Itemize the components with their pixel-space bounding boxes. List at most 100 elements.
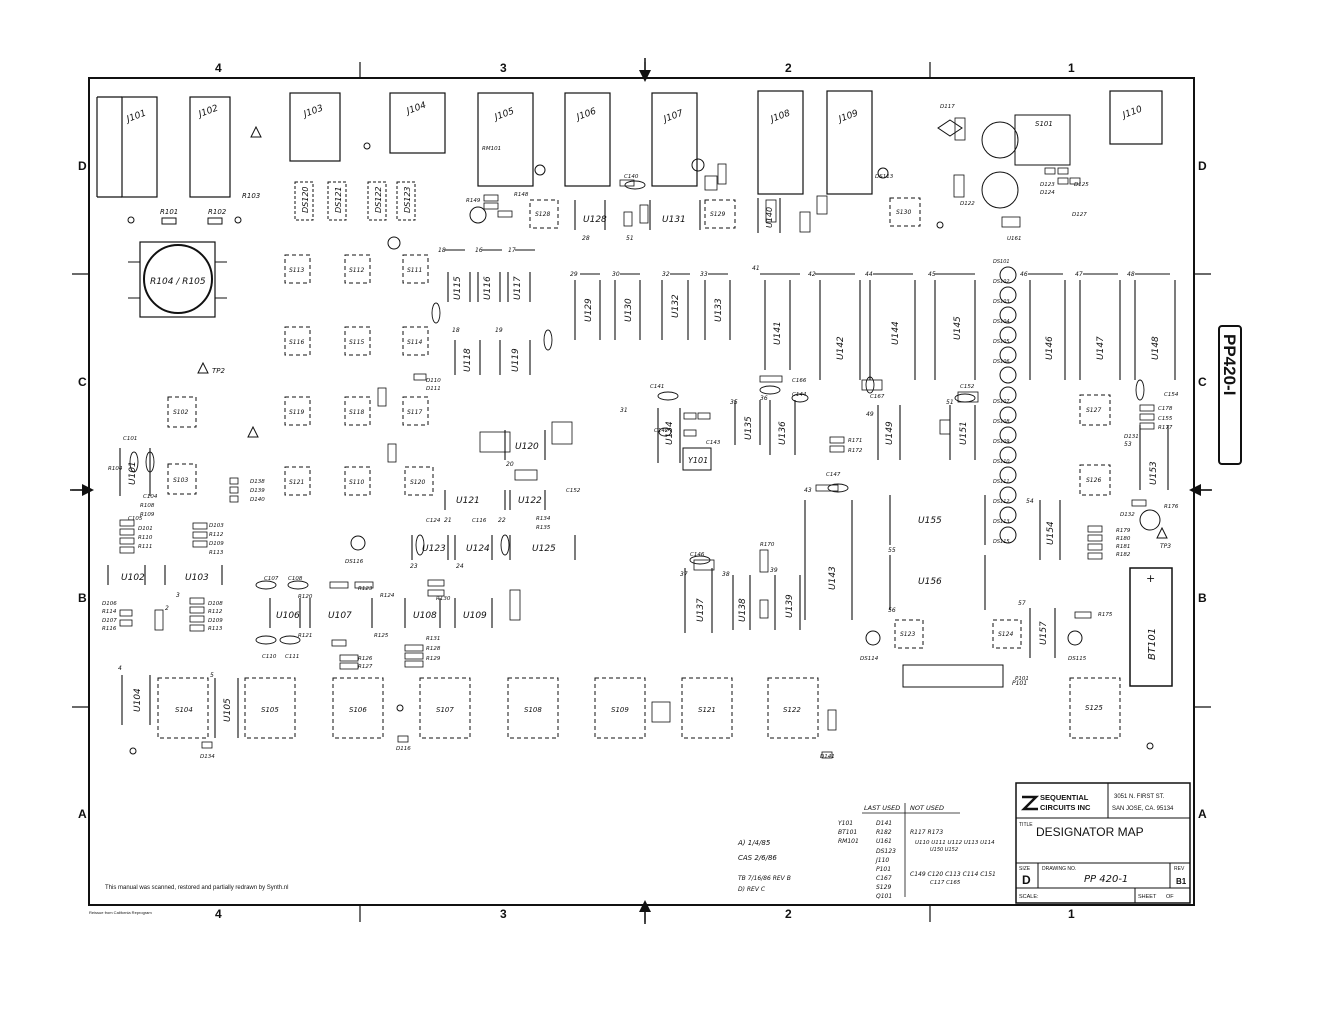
svg-text:S121: S121 (698, 706, 716, 714)
svg-text:S127: S127 (1086, 407, 1101, 414)
side-tab: PP420-I (1218, 325, 1242, 465)
svg-text:D109: D109 (209, 541, 224, 547)
svg-text:C110: C110 (262, 654, 277, 660)
svg-text:R124: R124 (380, 593, 395, 599)
svg-text:C154: C154 (1164, 392, 1179, 398)
footer-credit: This manual was scanned, restored and pa… (105, 885, 288, 891)
connector-j102-label: J102 (196, 104, 220, 121)
svg-text:C166: C166 (792, 378, 807, 384)
sheet-caption: SHEET (1138, 894, 1157, 900)
svg-text:U105: U105 (223, 698, 233, 722)
svg-text:S118: S118 (349, 409, 364, 416)
svg-text:DS104: DS104 (993, 319, 1010, 325)
r102-label: R102 (208, 208, 227, 216)
ds122-label: DS122 (374, 186, 383, 213)
zone-col-4-top: 4 (215, 61, 222, 75)
svg-text:5: 5 (210, 672, 214, 679)
svg-text:C107: C107 (264, 576, 279, 582)
svg-text:R112: R112 (208, 609, 223, 615)
svg-text:DS109: DS109 (993, 439, 1010, 445)
svg-text:22: 22 (498, 517, 506, 524)
svg-text:S103: S103 (173, 477, 188, 484)
switch-labels-top: S113 S112 S111 S116 S115 S114 S119 S118 … (173, 267, 425, 486)
svg-text:DS108: DS108 (993, 419, 1010, 425)
svg-text:R177: R177 (1158, 425, 1173, 431)
svg-text:39: 39 (770, 567, 778, 574)
svg-text:U150 U152: U150 U152 (930, 847, 958, 853)
svg-text:46: 46 (1020, 271, 1028, 278)
svg-text:C117 C165: C117 C165 (930, 880, 961, 886)
svg-text:U119: U119 (511, 348, 521, 372)
svg-text:U104: U104 (133, 688, 143, 712)
svg-text:D101: D101 (138, 526, 153, 532)
svg-text:TP3: TP3 (1160, 543, 1171, 550)
svg-text:U106: U106 (276, 611, 300, 621)
connector-j104-label: J104 (404, 101, 428, 118)
tp2-marker: TP2 (197, 361, 225, 375)
switch-group-bottom (157, 677, 1121, 739)
svg-text:A) 1/4/85: A) 1/4/85 (737, 839, 771, 847)
svg-text:C105: C105 (128, 516, 143, 522)
svg-text:S128: S128 (535, 211, 550, 218)
connector-j105 (477, 92, 534, 187)
connector-j109-label: J109 (836, 109, 860, 126)
svg-text:S108: S108 (524, 706, 542, 714)
svg-text:20: 20 (506, 461, 514, 468)
connector-j107 (651, 92, 698, 187)
svg-text:S124: S124 (998, 631, 1013, 638)
svg-text:U134: U134 (665, 421, 675, 445)
svg-text:DS116: DS116 (345, 559, 364, 565)
svg-text:23: 23 (410, 563, 418, 570)
svg-text:S120: S120 (410, 479, 425, 486)
svg-text:U141: U141 (773, 321, 783, 345)
crystal-y101: Y101 (682, 447, 712, 471)
svg-text:28: 28 (582, 235, 590, 242)
svg-text:D131: D131 (1124, 434, 1139, 440)
zone-row-b-left: B (78, 591, 87, 605)
svg-text:D108: D108 (208, 601, 223, 607)
zone-row-c-right: C (1198, 375, 1207, 389)
svg-text:37: 37 (680, 571, 688, 578)
zone-row-d-left: D (78, 159, 87, 173)
svg-text:R135: R135 (536, 525, 551, 531)
svg-text:U138: U138 (738, 598, 748, 622)
svg-text:U115: U115 (453, 276, 463, 300)
svg-text:DS106: DS106 (993, 359, 1010, 365)
r101-label: R101 (160, 208, 178, 216)
svg-text:J110: J110 (875, 857, 889, 864)
svg-text:U136: U136 (778, 421, 788, 445)
svg-text:R111: R111 (138, 544, 152, 550)
svg-text:DS111: DS111 (993, 479, 1010, 485)
svg-text:D122: D122 (960, 201, 975, 207)
svg-text:P101: P101 (1015, 676, 1029, 682)
title-block-text: SEQUENTIAL CIRCUITS INC 3051 N. FIRST ST… (1019, 793, 1187, 900)
svg-text:BT101: BT101 (838, 829, 857, 836)
svg-text:DS113: DS113 (993, 519, 1010, 525)
svg-text:C143: C143 (706, 440, 721, 446)
svg-text:Y101: Y101 (838, 820, 853, 827)
zone-row-c-left: C (78, 375, 87, 389)
svg-text:R179: R179 (1116, 528, 1131, 534)
svg-text:R149: R149 (466, 198, 481, 204)
svg-text:U125: U125 (532, 544, 556, 554)
company-line2: CIRCUITS INC (1040, 803, 1091, 812)
svg-text:48: 48 (1127, 271, 1135, 278)
svg-text:30: 30 (612, 271, 620, 278)
svg-text:DS103: DS103 (993, 299, 1010, 305)
svg-text:D141: D141 (820, 754, 835, 760)
notes-block: LAST USED NOT USED Y101 BT101 RM101 D141… (737, 803, 996, 900)
connector-group (96, 90, 1163, 198)
svg-text:DS102: DS102 (993, 279, 1010, 285)
connector-j103-label: J103 (301, 104, 325, 121)
zone-col-2-top: 2 (785, 61, 792, 75)
capacitor-group (129, 180, 1145, 645)
svg-text:C152: C152 (960, 384, 975, 390)
svg-text:DS114: DS114 (860, 656, 879, 662)
svg-text:DS110: DS110 (993, 459, 1010, 465)
svg-text:C124: C124 (426, 518, 441, 524)
switch-labels-right: S101 S128 S129 S130 S127 S126 S123 S124 (535, 120, 1101, 638)
svg-text:U122: U122 (518, 496, 542, 506)
